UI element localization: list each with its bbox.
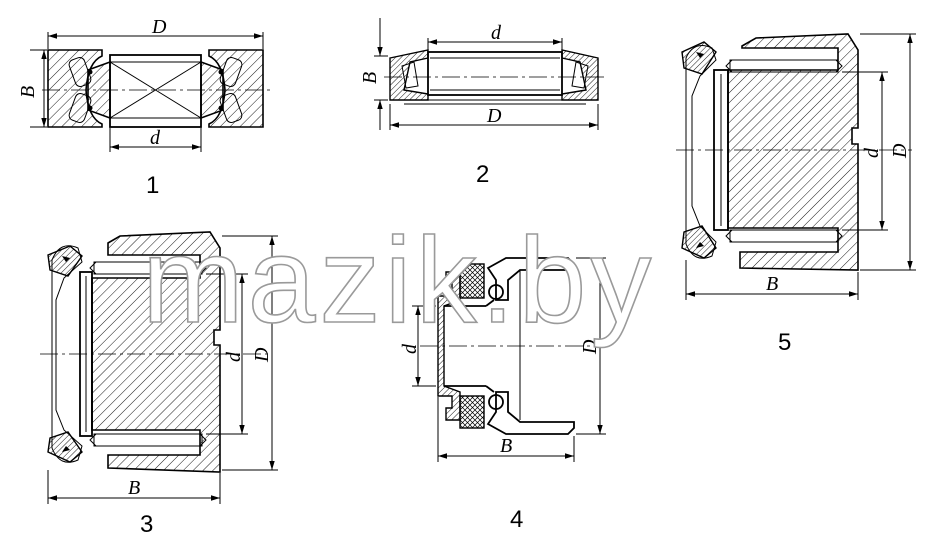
fig1-bore-label: d — [150, 127, 161, 149]
fig4-width-label: B — [500, 435, 512, 457]
outer-ring-section — [91, 231, 221, 473]
figure-5-needle-roller-bearing-with-seal: B D d 5 — [676, 33, 916, 356]
tapered-rollers — [401, 61, 589, 89]
fig1-outer-diameter-label: D — [151, 16, 167, 38]
watermark: mazik.by — [142, 212, 655, 348]
fig3-outer-diameter-label: D — [251, 347, 273, 363]
seal-block-top — [459, 263, 485, 299]
figure-4-number: 4 — [510, 506, 523, 533]
ball-bottom — [488, 394, 504, 410]
seal-top — [47, 245, 83, 277]
needles — [89, 261, 207, 447]
ring-left — [389, 49, 429, 101]
seal-lip — [51, 245, 83, 463]
fig5-width-label: B — [766, 273, 778, 295]
ball-top — [488, 284, 504, 300]
seal-top — [681, 41, 717, 75]
figure-2-number: 2 — [476, 161, 489, 188]
fig3-width-label: B — [128, 477, 140, 499]
rollers — [68, 57, 243, 123]
fig5-outer-diameter-label: D — [889, 143, 911, 159]
figure-5-number: 5 — [778, 329, 791, 356]
figure-2-tapered-roller-bearing: d D B 2 — [359, 18, 604, 188]
fig1-width-label: B — [17, 86, 39, 98]
ring-right — [561, 49, 599, 101]
figure-3-needle-roller-bearing-with-seal: B D d 3 — [40, 231, 278, 538]
fig4-outer-diameter-label: D — [579, 339, 601, 355]
fig2-outer-diameter-label: D — [486, 105, 502, 127]
figure-1-number: 1 — [146, 172, 159, 199]
figure-3-number: 3 — [140, 511, 153, 538]
seal-bottom — [681, 225, 717, 259]
needles — [725, 59, 843, 243]
fig2-bore-label: d — [491, 22, 502, 44]
fig2-width-label: B — [359, 72, 381, 84]
figure-4-release-bearing: B D d 4 — [399, 257, 606, 533]
fig5-bore-label: d — [861, 147, 883, 158]
outer-cup-bottom — [486, 391, 575, 435]
seal-block-bottom — [459, 395, 485, 429]
seal-bottom — [47, 431, 83, 463]
fig3-bore-label: d — [223, 351, 245, 362]
fig4-bore-label: d — [399, 343, 421, 354]
figure-1-spherical-roller-bearing: D B d 1 — [17, 16, 270, 199]
